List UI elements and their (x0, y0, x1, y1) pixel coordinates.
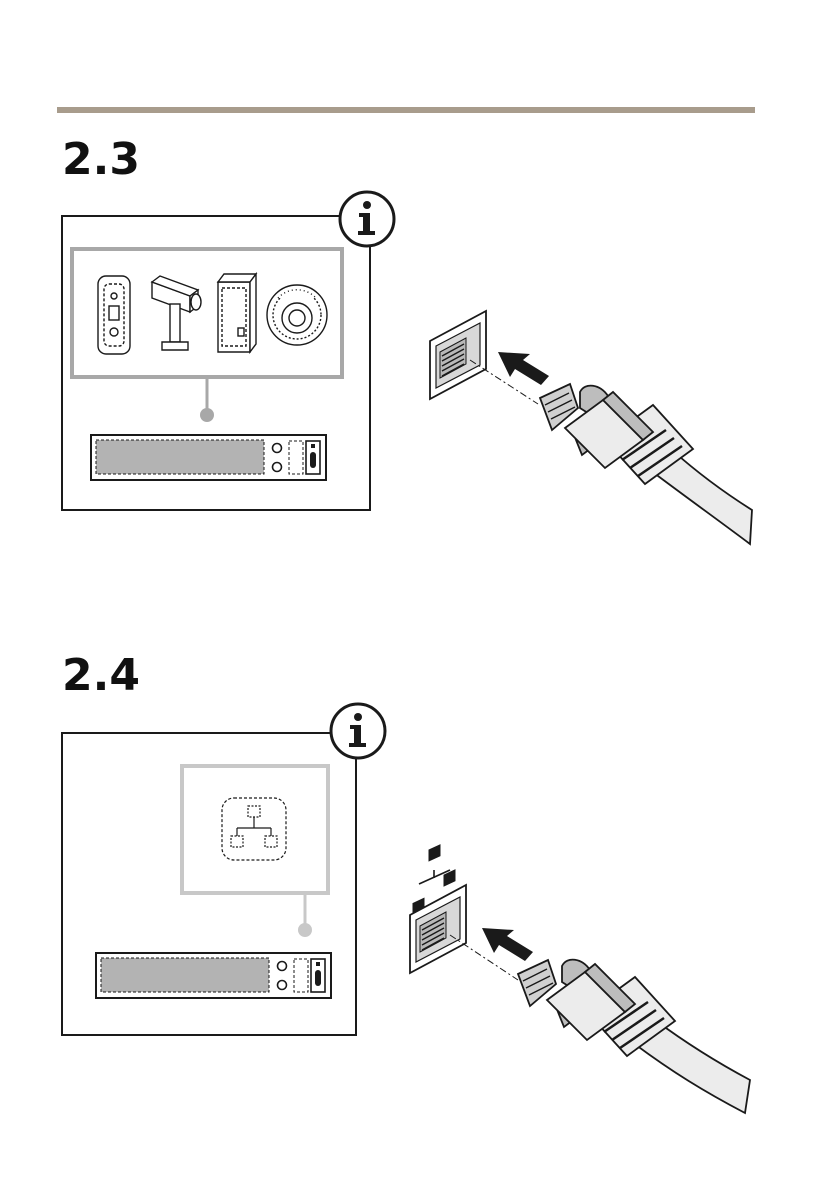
ethernet-cable-icon (540, 384, 752, 544)
network-frame (182, 766, 328, 893)
step-number-2-4: 2.4 (62, 650, 140, 702)
encoder-box-icon (218, 274, 256, 352)
insert-arrow-icon (482, 928, 533, 961)
connector-dot (298, 923, 312, 937)
recorder-unit-icon (96, 953, 331, 998)
ethernet-cable-icon (518, 960, 750, 1113)
ethernet-port-icon (430, 311, 486, 399)
dome-camera-icon (267, 285, 327, 345)
ethernet-port-icon (410, 885, 466, 973)
insert-arrow-icon (498, 352, 549, 385)
door-station-icon (98, 276, 130, 354)
connector-dot (200, 408, 214, 422)
recorder-unit-icon (91, 435, 326, 480)
info-icon[interactable] (340, 192, 394, 246)
info-icon[interactable] (331, 704, 385, 758)
